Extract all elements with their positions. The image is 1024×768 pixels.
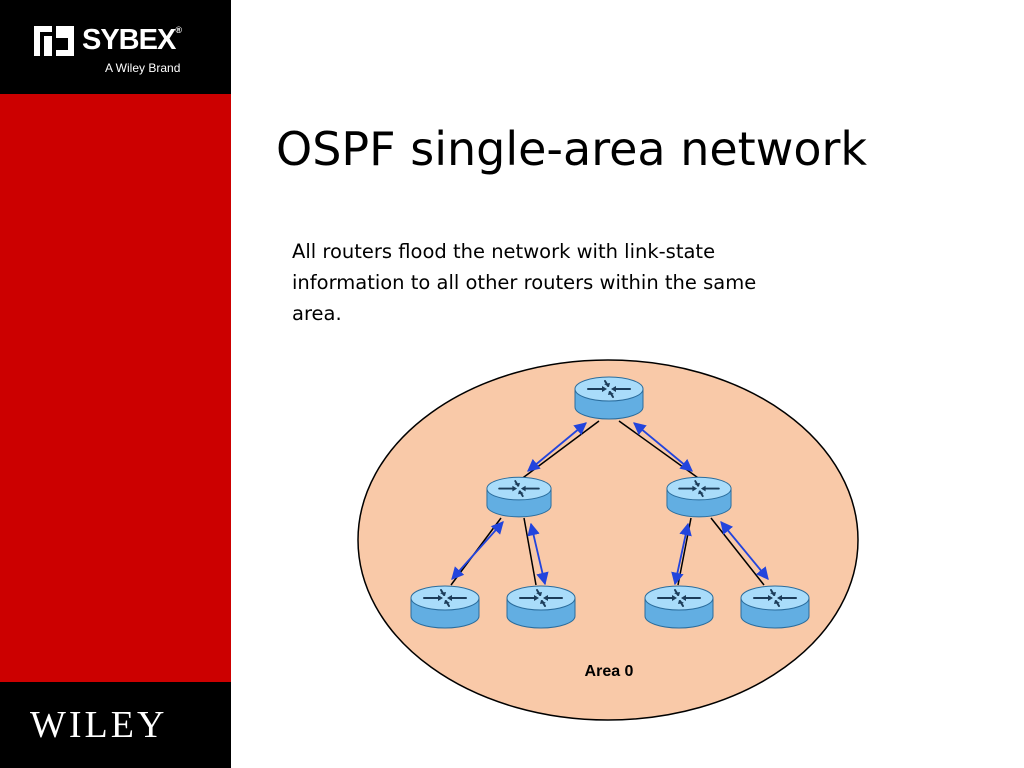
router-bottom-2 — [506, 584, 576, 630]
wiley-logo-band — [0, 682, 231, 768]
sybex-cube-icon — [34, 26, 74, 56]
router-bottom-4 — [740, 584, 810, 630]
sybex-wordmark: SYBEX® — [82, 24, 182, 56]
flood-arrows — [451, 422, 769, 586]
area-label: Area 0 — [585, 663, 634, 680]
router-bottom-1 — [410, 584, 480, 630]
sybex-logo-band: SYBEX® A Wiley Brand — [0, 0, 231, 94]
router-top — [574, 376, 644, 420]
slide-title: OSPF single-area network — [276, 122, 868, 176]
slide-body-text: All routers flood the network with link-… — [292, 240, 757, 325]
area-boundary — [357, 359, 859, 721]
router-bottom-3 — [644, 584, 714, 630]
router-mid-right — [666, 476, 732, 518]
router-mid-left — [486, 476, 552, 518]
brand-tagline: A Wiley Brand — [105, 61, 181, 75]
ospf-area-diagram: Area 0 — [357, 359, 859, 721]
wiley-wordmark: WILEY — [30, 704, 168, 746]
brand-sidebar — [0, 0, 231, 768]
